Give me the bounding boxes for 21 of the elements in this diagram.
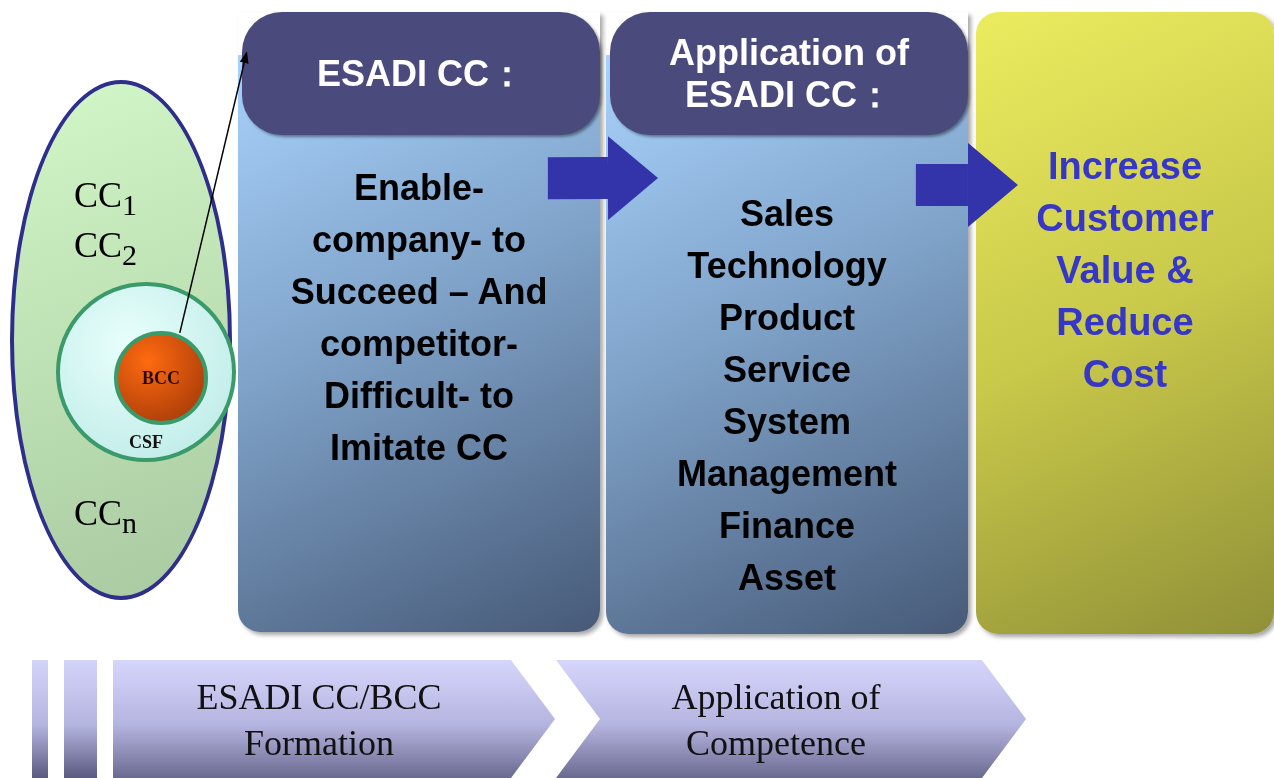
divider-bar bbox=[32, 660, 48, 778]
panel-text: Increase Customer Value & Reduce Cost bbox=[1036, 144, 1214, 397]
block-arrow bbox=[915, 142, 1018, 227]
header-tab: ESADI CC： bbox=[242, 12, 600, 135]
header-tab: Application of ESADI CC： bbox=[610, 12, 968, 135]
ellipse-label: CC$_{1}$ bbox=[74, 176, 138, 222]
circle-label: BCC bbox=[141, 368, 181, 390]
ellipse-label: CC$_{2}$ bbox=[74, 226, 138, 272]
panel bbox=[976, 12, 1274, 634]
panel-text: Enable- company- to Succeed – And competitor- Difficult- to Imitate CC bbox=[289, 166, 549, 470]
arrow bbox=[179, 51, 249, 334]
ellipse-label: CC$_{n}$ bbox=[74, 494, 138, 540]
panel-text: Sales Technology Product Service System Management Finance Asset bbox=[677, 192, 897, 600]
chevron-label: Application of Competence bbox=[670, 676, 882, 765]
phase-banner bbox=[113, 660, 555, 778]
panel bbox=[606, 12, 968, 634]
circle-label: CSF bbox=[128, 432, 164, 454]
panel bbox=[238, 12, 600, 632]
block-arrow bbox=[547, 136, 658, 221]
chevron-label: ESADI CC/BCC Formation bbox=[195, 676, 443, 765]
divider-bar bbox=[64, 660, 97, 778]
